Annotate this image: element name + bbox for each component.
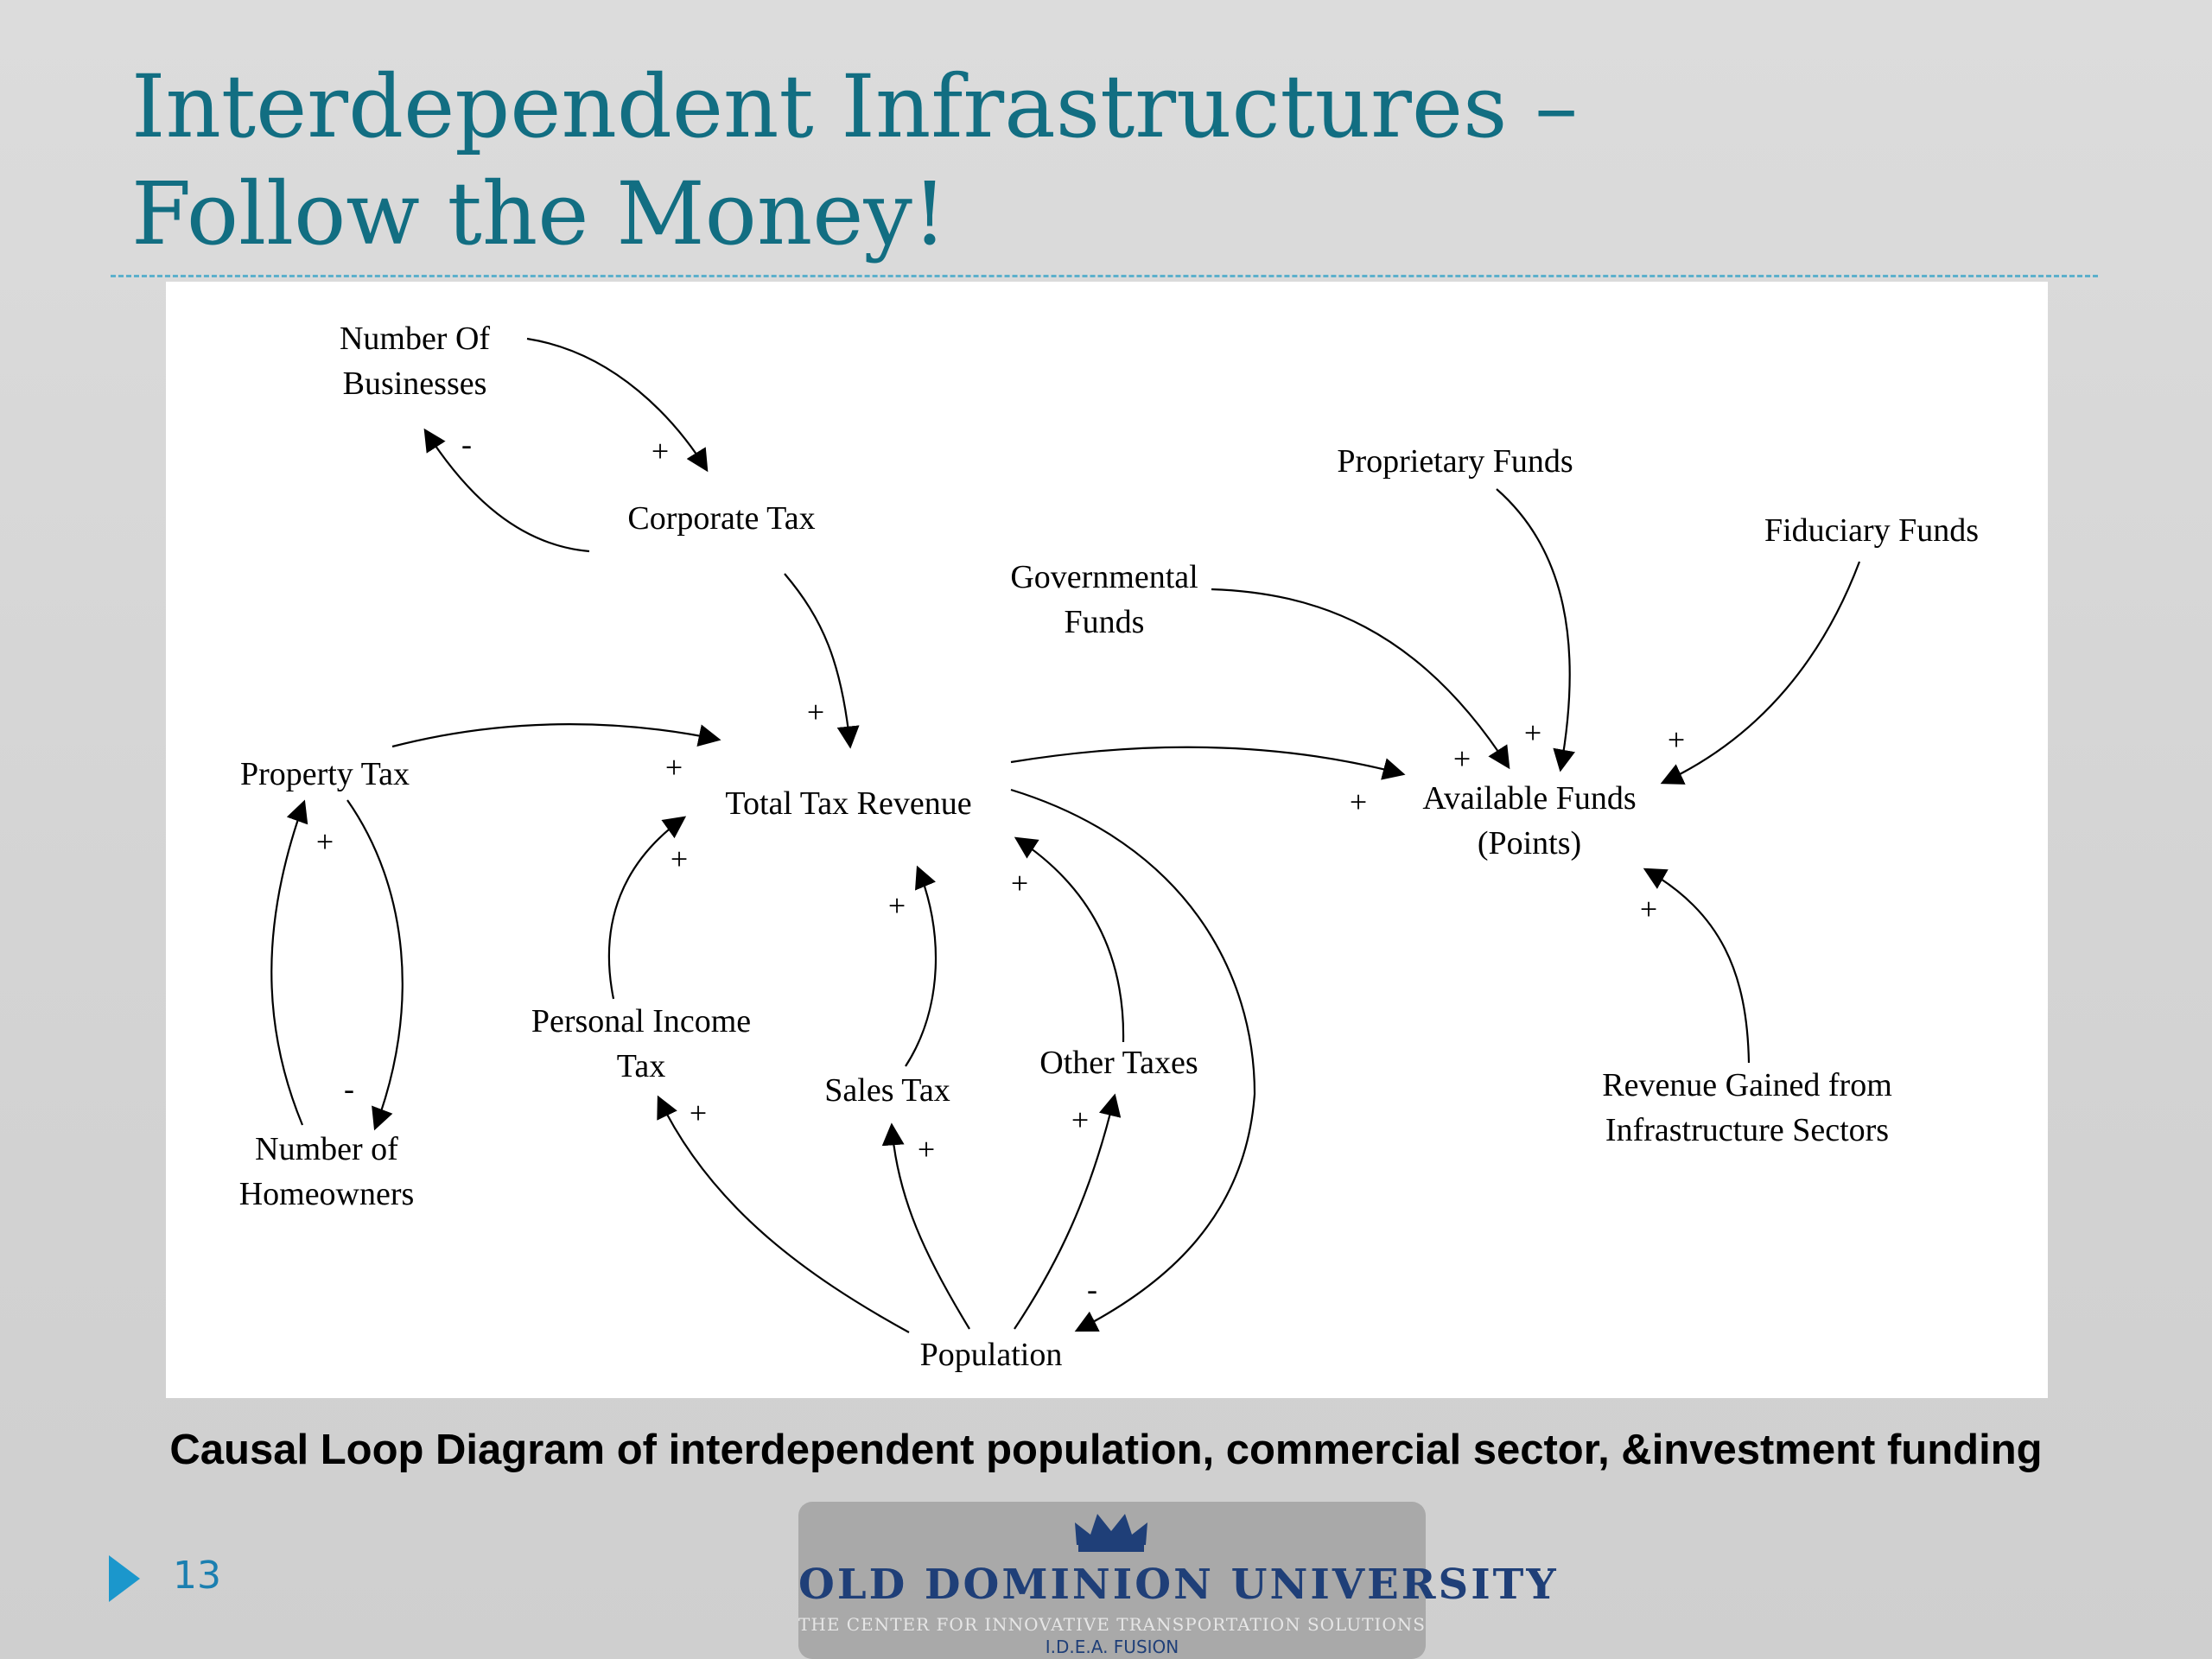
node-label: Personal Income [531,1003,752,1039]
polarity-sign: + [664,750,683,785]
slide-title-line-1: Interdependent Infrastructures – [131,56,1579,157]
arrow-sales-to-total [905,865,938,1067]
polarity-sign: + [315,824,334,859]
node-proprietary-funds: Proprietary Funds [1337,439,1573,484]
polarity-sign: + [1010,866,1029,900]
arrow-property-tax-to-homeowners [346,799,404,1131]
arrow-other-to-total [1014,836,1125,1043]
slide-title: Interdependent Infrastructures – Follow … [131,54,1578,268]
node-label: Funds [1064,604,1145,640]
arrow-population-to-income [657,1095,910,1333]
polarity-sign: + [1667,722,1686,757]
node-label: Property Tax [239,756,410,792]
polarity-sign: + [887,888,906,923]
polarity-sign: + [1452,741,1471,776]
node-sales-tax: Sales Tax [824,1068,950,1113]
title-divider [111,275,2098,277]
node-revenue-gained: Revenue Gained from Infrastructure Secto… [1602,1063,1892,1153]
node-label: Available Funds [1422,780,1637,817]
polarity-sign: + [806,695,825,729]
polarity-sign: + [1071,1103,1090,1137]
node-governmental-funds: Governmental Funds [1010,555,1198,645]
polarity-sign: + [651,434,670,468]
node-personal-income-tax: Personal Income Tax [531,999,751,1089]
arrow-governmental-to-available [1211,588,1510,770]
arrow-revenue-to-available [1643,868,1751,1064]
polarity-sign: + [1349,785,1368,819]
diagram-caption: Causal Loop Diagram of interdependent po… [169,1427,2043,1473]
node-label: Homeowners [238,1176,415,1212]
polarity-sign: + [1639,892,1658,926]
polarity-sign: + [1523,715,1542,750]
node-available-funds: Available Funds (Points) [1422,776,1636,866]
node-other-taxes: Other Taxes [1039,1040,1198,1085]
arrow-corporate-tax-to-total [784,573,860,749]
node-label: Businesses [342,365,487,402]
play-triangle-icon [109,1555,140,1602]
crown-icon [1075,1514,1147,1552]
arrow-homeowners-to-property-tax [270,799,308,1126]
causal-loop-diagram: Number Of Businesses Corporate Tax Prope… [166,282,2048,1398]
node-label: Tax [616,1048,666,1084]
arrow-income-to-total [607,816,687,1000]
node-fiduciary-funds: Fiduciary Funds [1764,508,1979,553]
node-label: Infrastructure Sectors [1605,1112,1890,1148]
node-label: Fiduciary Funds [1764,512,1980,549]
arrow-total-to-population [1010,788,1256,1332]
node-label: Total Tax Revenue [725,785,972,822]
arrow-property-tax-to-total [391,723,721,748]
logo-center-name: THE CENTER FOR INNOVATIVE TRANSPORTATION… [798,1614,1426,1635]
node-label: Other Taxes [1039,1045,1198,1081]
node-label: (Points) [1477,825,1582,861]
arrow-corporate-tax-to-business [423,428,590,553]
arrow-population-to-other [1014,1093,1122,1330]
node-number-of-businesses: Number Of Businesses [340,316,490,406]
node-label: Sales Tax [824,1072,950,1109]
polarity-sign: - [1087,1272,1097,1306]
slide-number: 13 [173,1554,221,1598]
node-corporate-tax: Corporate Tax [627,496,815,541]
slide-title-line-2: Follow the Money! [131,163,948,264]
node-label: Number of [255,1131,398,1167]
node-label: Proprietary Funds [1337,443,1573,480]
arrow-fiduciary-to-available [1660,561,1861,785]
arrow-total-to-available [1010,746,1406,780]
university-logo: OLD DOMINION UNIVERSITY THE CENTER FOR I… [798,1502,1559,1659]
polarity-sign: + [917,1132,936,1166]
node-number-of-homeowners: Number of Homeowners [239,1127,415,1217]
logo-tagline: I.D.E.A. FUSION [1045,1637,1179,1657]
polarity-sign: + [689,1096,708,1130]
node-population: Population [920,1332,1063,1377]
node-total-tax-revenue: Total Tax Revenue [725,781,971,826]
node-label: Governmental [1010,559,1198,595]
node-label: Corporate Tax [627,500,816,537]
arrow-proprietary-to-available [1496,488,1575,772]
node-label: Revenue Gained from [1602,1067,1892,1103]
diagram-arrows [270,337,1861,1333]
node-label: Population [919,1337,1063,1373]
arrow-population-to-sales [881,1122,970,1330]
polarity-sign: + [670,842,689,876]
node-label: Number Of [339,321,491,357]
polarity-sign: - [461,427,472,461]
arrow-business-to-corporate-tax [526,337,709,473]
node-property-tax: Property Tax [240,752,410,797]
logo-university-name: OLD DOMINION UNIVERSITY [798,1560,1559,1609]
polarity-sign: - [344,1071,354,1106]
